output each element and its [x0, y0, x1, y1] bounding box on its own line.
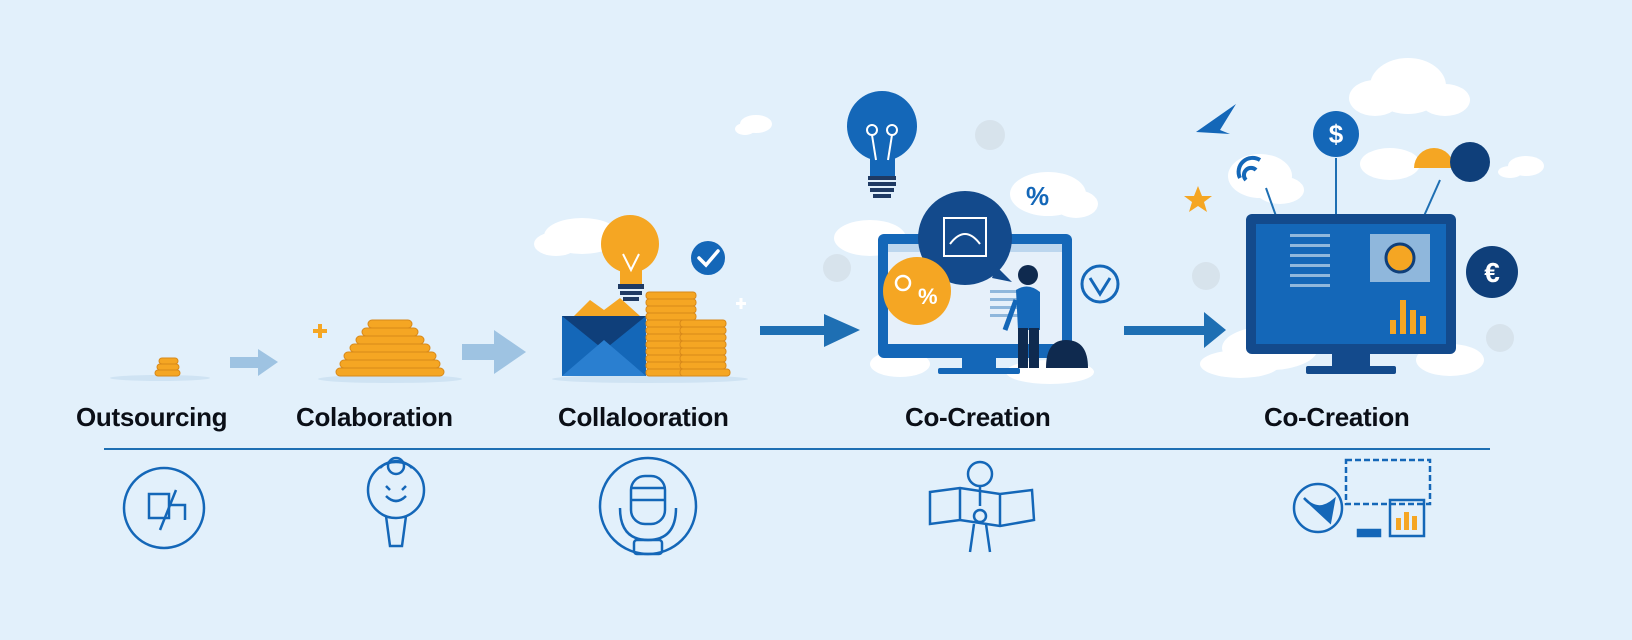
star-icon: [1184, 186, 1212, 212]
handshake-icon: [122, 466, 206, 550]
euro-badge-icon: €: [1466, 246, 1518, 298]
sun-moon-icon: [1414, 142, 1490, 182]
coin-tower: [645, 291, 731, 377]
percent-cloud-badge: %: [1026, 181, 1049, 211]
shield-badge-icon: [1080, 264, 1120, 304]
sparkle-icon: [736, 298, 746, 309]
faded-coin-icons: [823, 120, 1514, 352]
person-figure: [1002, 265, 1040, 368]
smiling-lightbulb-icon: [366, 456, 426, 548]
arrow-icon: [1124, 312, 1226, 348]
arrow-icon: [760, 314, 860, 347]
wifi-icon: [1236, 155, 1262, 182]
connector-lines: [1265, 158, 1441, 217]
stage-label-collalooration: Collalooration: [558, 402, 729, 432]
lightbulb-gold-icon: [601, 215, 659, 301]
arrow-icon: [462, 330, 526, 374]
stage-label-co-creation-2: Co-Creation: [1264, 402, 1410, 432]
arrow-icon: [230, 349, 278, 376]
plus-icon: [313, 324, 327, 338]
timeline-divider: [104, 448, 1490, 450]
svg-text:$: $: [1329, 119, 1344, 149]
person-with-map-icon: [928, 460, 1036, 553]
coin-pyramid: [335, 319, 445, 377]
svg-text:€: €: [1484, 257, 1500, 288]
plane-icon: [1196, 104, 1236, 134]
cloud: [1360, 148, 1420, 180]
chart-bubble-icon: [918, 191, 1012, 285]
dollar-badge-icon: $: [1313, 111, 1359, 157]
cloud: [1498, 156, 1544, 178]
analytics-dashboard-icon: [1292, 458, 1432, 538]
cloud: [1349, 58, 1470, 116]
cloud: [1228, 154, 1304, 204]
lightbulb-blue-icon: [847, 91, 917, 198]
microphone-icon: [598, 456, 698, 556]
stage-label-co-creation-1: Co-Creation: [905, 402, 1051, 432]
coin-stack-small: [154, 357, 181, 377]
cloud: [1010, 172, 1098, 218]
stage-label-outsourcing: Outsourcing: [76, 402, 228, 432]
cloud: [534, 218, 620, 256]
bag-icon: [1046, 340, 1088, 368]
large-monitor-icon: [1246, 214, 1456, 374]
percent-symbol-large: %: [918, 284, 938, 309]
gear-percent-badge: %: [883, 257, 951, 325]
cloud: [735, 115, 772, 135]
ground-shadows: [110, 375, 748, 383]
checkmark-badge-icon: [691, 241, 725, 275]
percent-symbol-small: %: [1026, 181, 1049, 211]
envelope-icon: [562, 298, 646, 376]
stage-label-colaboration: Colaboration: [296, 402, 453, 432]
